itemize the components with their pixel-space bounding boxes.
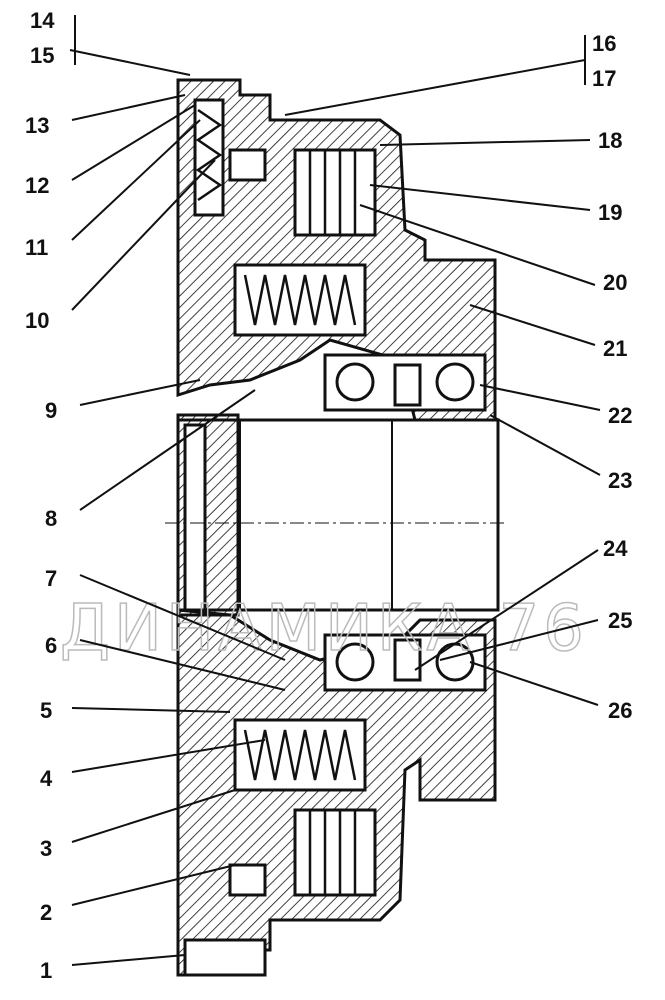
label-11: 11 [25, 235, 48, 260]
label-8: 8 [45, 506, 57, 531]
label-9: 9 [45, 398, 57, 423]
label-4: 4 [40, 766, 53, 791]
leader-lines [69, 15, 601, 966]
label-22: 22 [608, 403, 632, 428]
label-19: 19 [598, 200, 622, 225]
label-25: 25 [608, 608, 632, 633]
part-labels-right: 16 17 18 19 20 21 22 23 24 25 26 [592, 31, 632, 723]
label-1: 1 [40, 958, 52, 983]
label-12: 12 [25, 173, 49, 198]
label-16: 16 [592, 31, 616, 56]
label-5: 5 [40, 698, 52, 723]
label-3: 3 [40, 836, 52, 861]
label-14: 14 [30, 8, 55, 33]
watermark: ДИНАМИКА 76 [60, 592, 588, 666]
label-2: 2 [40, 900, 52, 925]
label-21: 21 [603, 336, 627, 361]
label-18: 18 [598, 128, 622, 153]
label-23: 23 [608, 468, 632, 493]
springs [193, 98, 367, 792]
label-10: 10 [25, 308, 49, 333]
label-7: 7 [45, 566, 57, 591]
label-24: 24 [603, 536, 628, 561]
label-26: 26 [608, 698, 632, 723]
label-17: 17 [592, 66, 616, 91]
part-labels-left: 14 15 13 12 11 10 9 8 7 6 5 4 3 2 1 [25, 8, 57, 983]
label-13: 13 [25, 113, 49, 138]
friction-discs [293, 148, 377, 897]
label-15: 15 [30, 43, 54, 68]
label-6: 6 [45, 633, 57, 658]
bearings [183, 148, 487, 977]
label-20: 20 [603, 270, 627, 295]
